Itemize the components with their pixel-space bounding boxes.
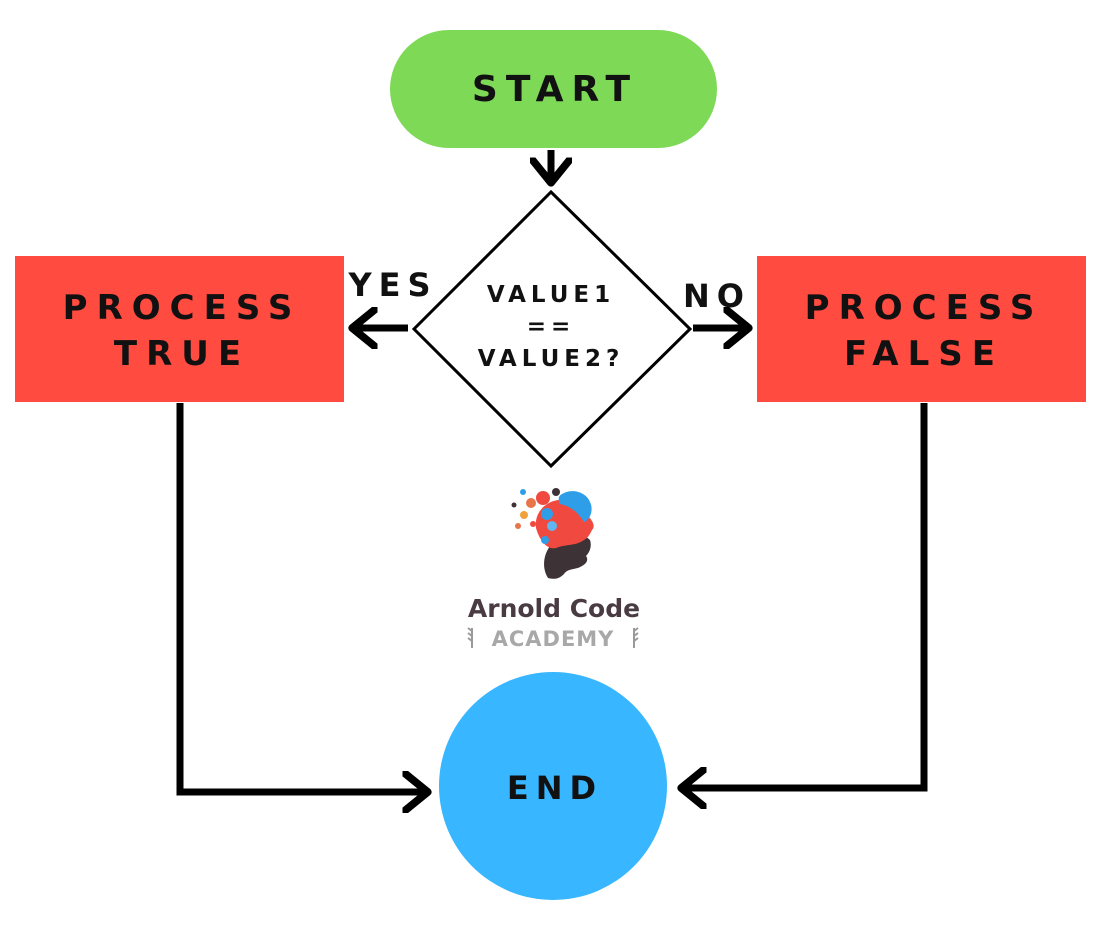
decision-shape	[411, 189, 693, 469]
laurel-right-icon	[633, 627, 639, 648]
arrow-false-to-end	[684, 403, 928, 788]
end-shape	[439, 672, 667, 900]
process-false-node: PROCESS FALSE	[757, 256, 1086, 402]
laurel-left-icon	[467, 627, 473, 648]
start-shape	[390, 30, 717, 148]
decision-label-line1: VALUE1	[487, 282, 615, 308]
process-false-shape	[757, 256, 1086, 402]
process-true-label-line2: TRUE	[114, 334, 250, 374]
start-label: START	[472, 69, 638, 110]
process-true-node: PROCESS TRUE	[15, 256, 344, 402]
decision-label-line2: ==	[527, 314, 576, 340]
process-false-label-line1: PROCESS	[805, 288, 1044, 328]
logo-name: Arnold Code	[468, 594, 640, 623]
yes-label: YES	[347, 266, 437, 304]
process-false-label-line2: FALSE	[844, 334, 1004, 374]
logo: Arnold Code ACADEMY	[467, 488, 640, 651]
logo-subtitle: ACADEMY	[492, 627, 615, 651]
process-true-label-line1: PROCESS	[63, 288, 302, 328]
logo-head-icon	[511, 488, 594, 579]
process-true-shape	[15, 256, 344, 402]
end-node: END	[439, 672, 667, 900]
no-label: NO	[683, 277, 751, 315]
start-node: START	[390, 30, 717, 148]
end-label: END	[507, 769, 603, 807]
arrow-true-to-end	[176, 403, 425, 792]
decision-label-line3: VALUE2?	[478, 346, 625, 372]
decision-node: VALUE1 == VALUE2?	[411, 189, 693, 469]
